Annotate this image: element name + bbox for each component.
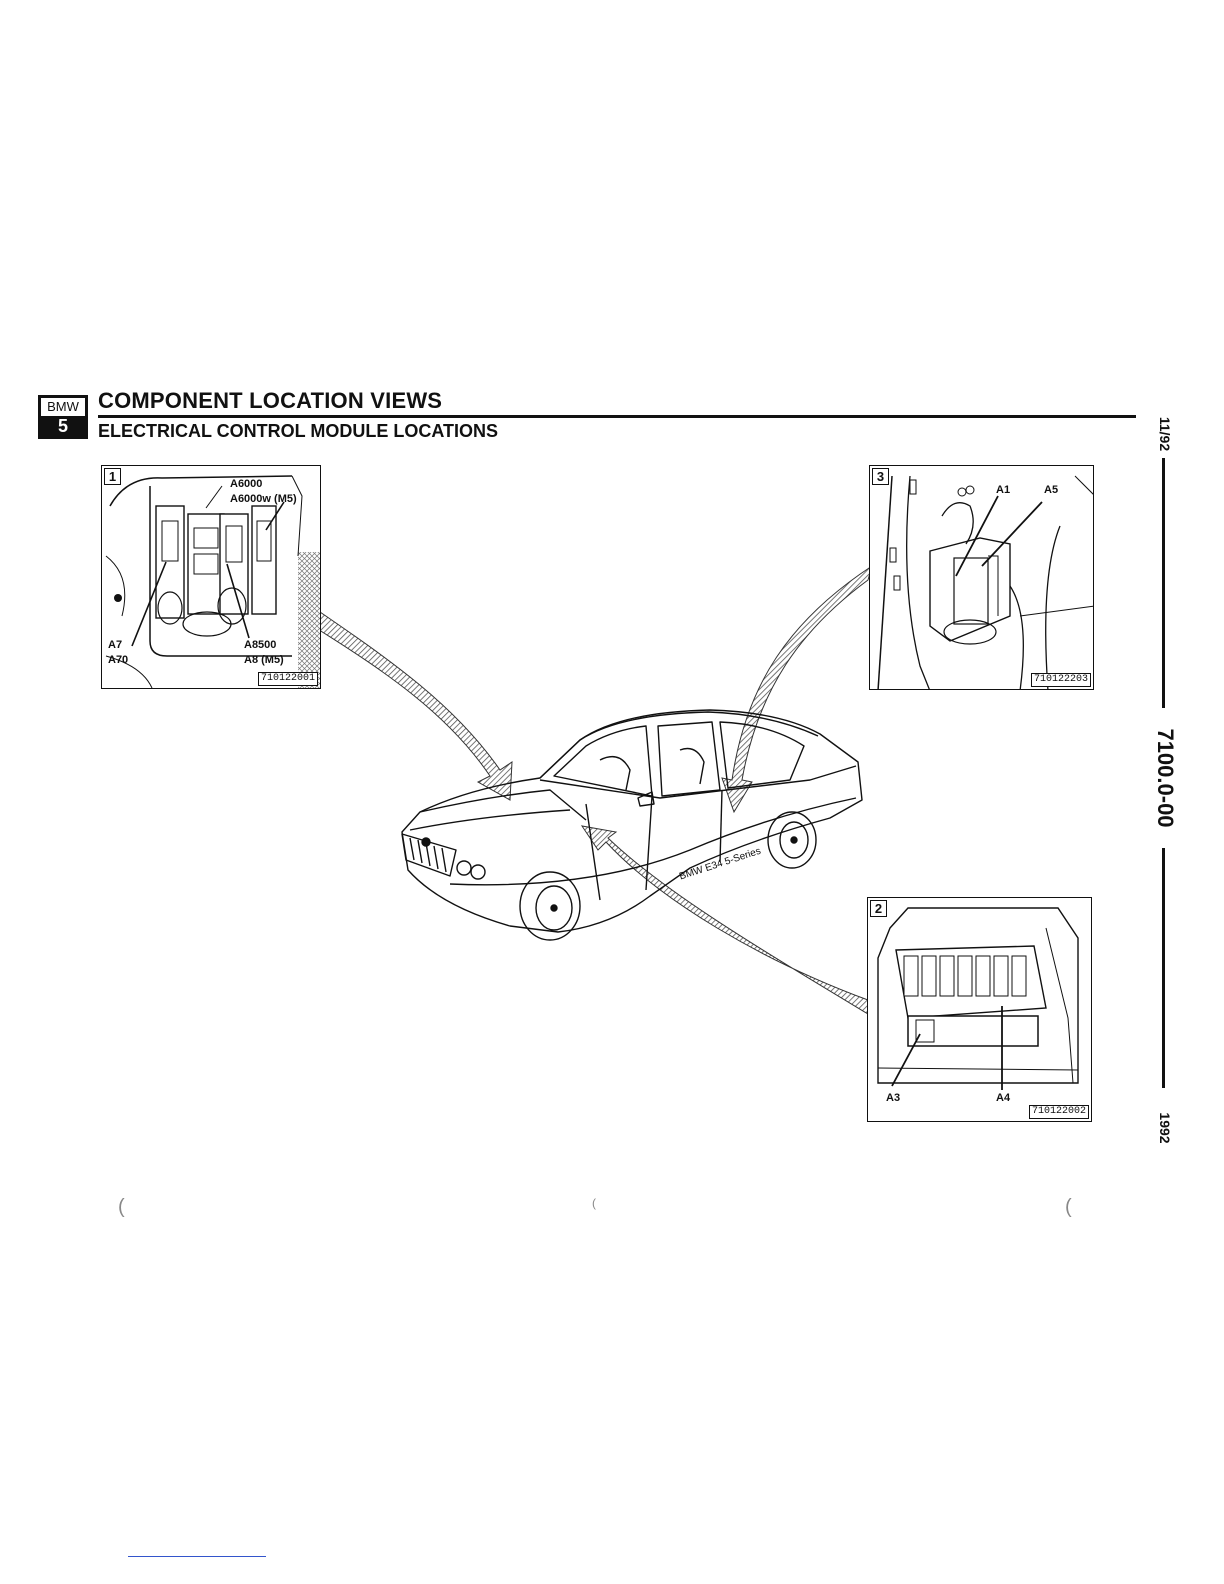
panel-1-code: 710122001	[258, 672, 318, 686]
panel-2-number: 2	[870, 900, 887, 917]
label-a5: A5	[1044, 484, 1058, 496]
label-a4: A4	[996, 1092, 1010, 1104]
panel-2-drawing	[868, 898, 1092, 1122]
footer-rule	[128, 1556, 266, 1557]
panel-2-code: 710122002	[1029, 1105, 1089, 1119]
margin-mark-left: (	[118, 1196, 125, 1219]
panel-1-number: 1	[104, 468, 121, 485]
car-illustration	[390, 700, 870, 950]
panel-1-engine-bay: 1 A6000 A6000w (M5) A7 A70	[101, 465, 321, 689]
label-a6000: A6000	[230, 478, 262, 490]
margin-mark-right: (	[1065, 1196, 1072, 1219]
panel-3-interior-pillar: 3 A1 A5 710122203	[869, 465, 1094, 690]
label-a8-m5: A8 (M5)	[244, 654, 284, 666]
panel-3-code: 710122203	[1031, 673, 1091, 687]
label-a70: A70	[108, 654, 128, 666]
label-a8500: A8500	[244, 639, 276, 651]
panel-2-luggage-compartment: 2 A3 A4 710122002	[867, 897, 1092, 1122]
panel-3-drawing	[870, 466, 1094, 690]
label-a3: A3	[886, 1092, 900, 1104]
margin-mark-center: (	[592, 1196, 596, 1210]
label-a6000w-m5: A6000w (M5)	[230, 493, 297, 505]
label-a1: A1	[996, 484, 1010, 496]
panel-3-number: 3	[872, 468, 889, 485]
label-a7: A7	[108, 639, 122, 651]
